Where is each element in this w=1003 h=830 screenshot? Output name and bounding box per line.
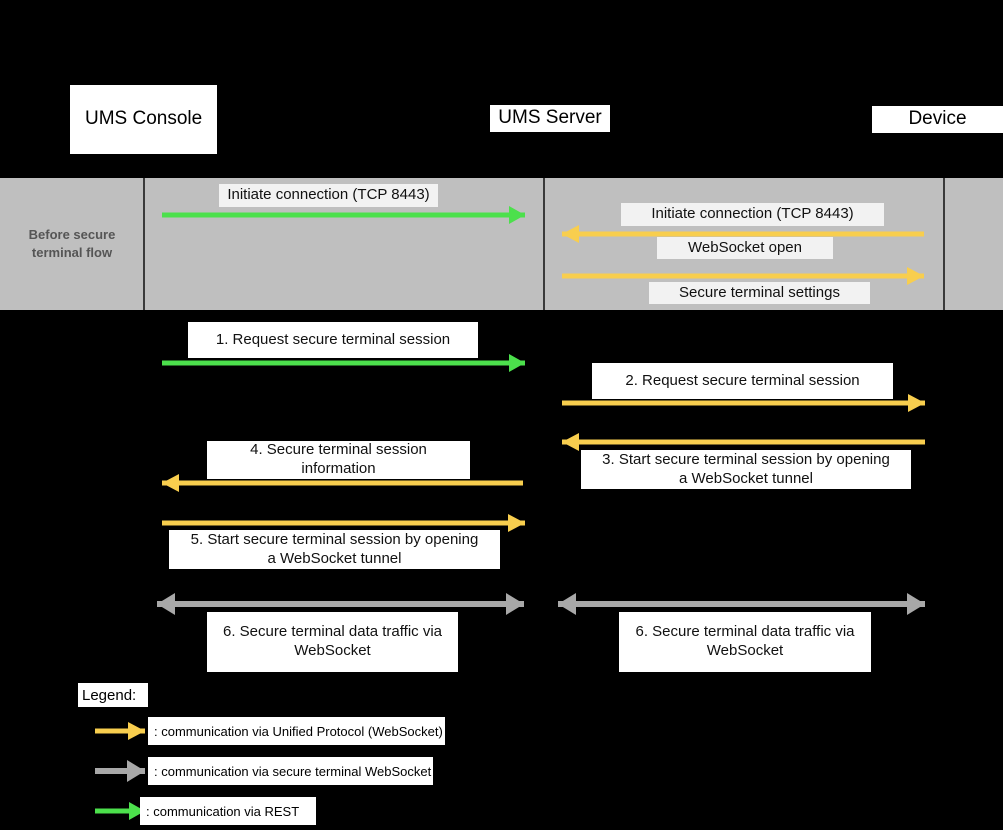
- plate-text: WebSocket open: [688, 238, 802, 256]
- arrow-step-4-secure-terminal-session-information: [162, 474, 523, 492]
- legend-unified-protocol-text: : communication via Unified Protocol (We…: [154, 723, 443, 739]
- band-divider-3: [943, 178, 945, 310]
- plate-text-line-1: 6. Secure terminal data traffic via: [635, 623, 855, 641]
- arrow-shaft: [95, 728, 145, 734]
- plate-step-3: 3. Start secure terminal session by open…: [581, 450, 911, 489]
- legend-arrow-secure-terminal-icon: [95, 760, 145, 782]
- arrow-band-initiate-connection-console-server: [162, 206, 525, 224]
- phase-band-label-text: Before secure terminal flow: [28, 226, 116, 260]
- plate-step-2: 2. Request secure terminal session: [592, 363, 893, 399]
- arrow-shaft: [562, 273, 924, 279]
- arrow-shaft: [95, 808, 145, 814]
- plate-text-line-1: 6. Secure terminal data traffic via: [223, 623, 442, 641]
- phase-band-label: Before secure terminal flow: [8, 190, 136, 298]
- plate-step-5: 5. Start secure terminal session by open…: [169, 530, 500, 569]
- actor-device-label: Device: [908, 108, 967, 130]
- legend-unified-protocol: : communication via Unified Protocol (We…: [148, 717, 445, 745]
- actor-ums-console-label: UMS Console: [85, 108, 203, 130]
- arrow-shaft: [562, 231, 924, 237]
- arrow-shaft: [558, 601, 925, 607]
- arrow-shaft: [562, 400, 925, 406]
- legend-title: Legend:: [78, 683, 148, 707]
- plate-band-initiate-connection-left: Initiate connection (TCP 8443): [219, 184, 438, 207]
- band-divider-2: [543, 178, 545, 310]
- plate-text: Secure terminal settings: [679, 283, 840, 301]
- arrow-shaft: [562, 439, 925, 445]
- arrow-head-right: [127, 760, 145, 782]
- arrow-head-left: [162, 474, 179, 492]
- plate-text-line-2: information: [301, 460, 376, 477]
- plate-text-line-1: 4. Secure terminal session: [250, 441, 427, 459]
- arrow-head-left: [558, 593, 576, 615]
- actor-ums-console: UMS Console: [70, 85, 217, 154]
- arrow-head-right: [908, 394, 925, 412]
- legend-rest-text: : communication via REST: [146, 803, 300, 819]
- arrow-step-6-console-server-data-traffic: [157, 592, 524, 616]
- arrow-shaft: [162, 212, 525, 218]
- plate-text-line-2: WebSocket: [294, 642, 371, 659]
- arrow-head-right: [509, 206, 525, 224]
- band-divider-1: [143, 178, 145, 310]
- arrow-step-5-start-secure-terminal-session: [162, 514, 525, 532]
- plate-text: 2. Request secure terminal session: [625, 371, 860, 389]
- arrow-step-6-server-device-data-traffic: [558, 592, 925, 616]
- arrow-head-right: [907, 593, 925, 615]
- plate-text: Initiate connection (TCP 8443): [651, 205, 854, 223]
- plate-step-6-right: 6. Secure terminal data traffic via WebS…: [619, 612, 871, 672]
- arrow-step-3-start-secure-terminal-session: [562, 433, 925, 451]
- arrow-head-left: [562, 433, 579, 451]
- arrow-shaft: [162, 360, 525, 366]
- arrow-head-right: [506, 593, 524, 615]
- plate-band-websocket-open: WebSocket open: [657, 237, 833, 259]
- plate-text-line-2: a WebSocket tunnel: [267, 549, 402, 567]
- plate-text-line-2: WebSocket: [706, 642, 784, 659]
- legend-arrow-unified-protocol-icon: [95, 722, 145, 740]
- plate-text-line-2: a WebSocket tunnel: [679, 469, 813, 487]
- plate-text: 1. Request secure terminal session: [215, 330, 451, 348]
- legend-secure-terminal: : communication via secure terminal WebS…: [148, 757, 433, 785]
- plate-text-line-1: 3. Start secure terminal session by open…: [602, 450, 890, 468]
- arrow-step-2-request-secure-terminal-session: [562, 394, 925, 412]
- legend-rest: : communication via REST: [140, 797, 316, 825]
- legend-secure-terminal-text: : communication via secure terminal WebS…: [154, 763, 432, 779]
- plate-step-6-left: 6. Secure terminal data traffic via WebS…: [207, 612, 458, 672]
- plate-band-secure-terminal-settings: Secure terminal settings: [649, 282, 870, 304]
- plate-step-1: 1. Request secure terminal session: [188, 322, 478, 358]
- arrow-head-right: [508, 514, 525, 532]
- arrow-head-right: [907, 267, 924, 285]
- plate-band-initiate-connection-right: Initiate connection (TCP 8443): [621, 203, 884, 226]
- arrow-head-right: [128, 722, 145, 740]
- arrow-shaft: [95, 768, 145, 774]
- actor-ums-server: UMS Server: [490, 105, 610, 132]
- actor-ums-server-label: UMS Server: [498, 107, 602, 129]
- arrow-shaft: [162, 480, 523, 486]
- arrow-head-right: [509, 354, 525, 372]
- arrow-band-secure-terminal-settings: [562, 267, 924, 285]
- arrow-head-left: [157, 593, 175, 615]
- actor-device: Device: [872, 106, 1003, 133]
- arrow-step-1-request-secure-terminal-session: [162, 354, 525, 372]
- arrow-head-left: [562, 225, 579, 243]
- arrow-shaft: [157, 601, 524, 607]
- plate-text: Initiate connection (TCP 8443): [227, 186, 430, 204]
- plate-step-4: 4. Secure terminal session information: [207, 441, 470, 479]
- plate-text-line-1: 5. Start secure terminal session by open…: [190, 530, 479, 548]
- legend-arrow-rest-icon: [95, 802, 145, 820]
- legend-title-text: Legend:: [82, 686, 137, 704]
- arrow-band-initiate-connection-device-server: [562, 225, 924, 243]
- arrow-shaft: [162, 520, 525, 526]
